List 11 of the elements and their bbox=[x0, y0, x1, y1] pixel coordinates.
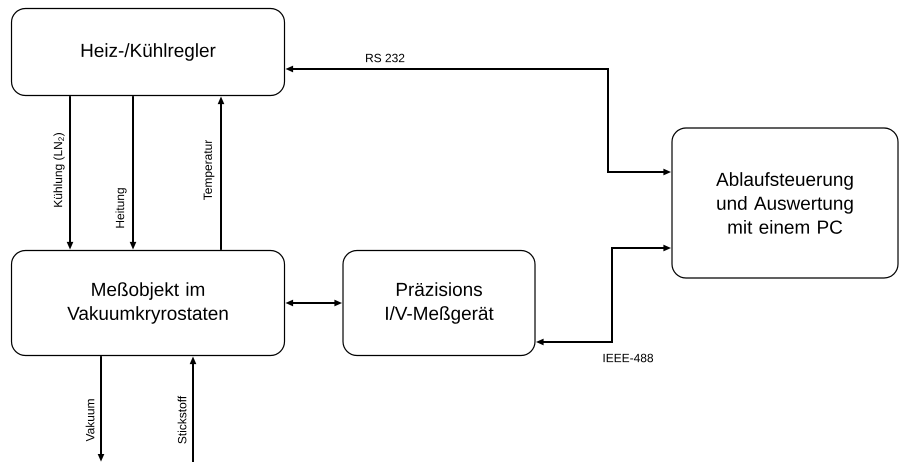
process-box: Meßobjekt im Vakuumkryrostaten bbox=[10, 250, 286, 356]
edge-label: Stickstoff bbox=[176, 394, 188, 446]
process-box: Präzisions I/V-Meßgerät bbox=[342, 250, 536, 356]
edge-label: Kühlung (LN$_{2}$) bbox=[52, 131, 66, 209]
edge-label: RS 232 bbox=[364, 52, 406, 64]
edge-label: Heitung bbox=[114, 186, 128, 230]
edge-label: IEEE-488 bbox=[601, 352, 655, 364]
process-box: Heiz-/Kühlregler bbox=[10, 8, 286, 96]
edge-label: Temperatur bbox=[202, 138, 216, 202]
edge-label: Vakuum bbox=[84, 398, 96, 442]
process-box: Ablaufsteuerung und Auswertung mit einem PC bbox=[671, 127, 899, 279]
